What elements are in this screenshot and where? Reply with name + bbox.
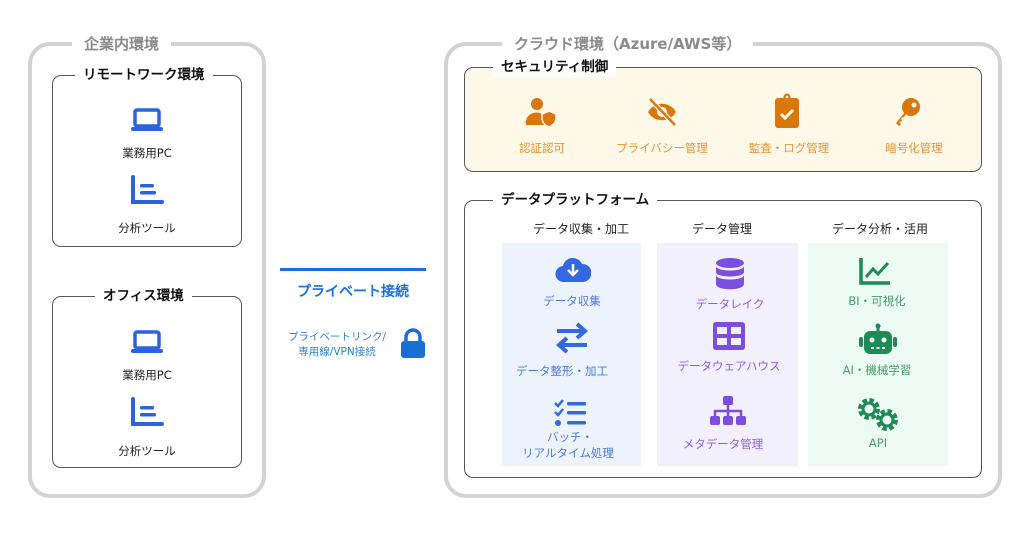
table-icon [713, 322, 745, 350]
onprem-title: 企業内環境 [72, 34, 172, 54]
security-box: セキュリティ制御 [464, 57, 982, 172]
cloud-environment: クラウド環境（Azure/AWS等） [444, 34, 1002, 498]
remote-work-box: リモートワーク環境 [52, 65, 242, 247]
security-title: セキュリティ制御 [493, 57, 617, 77]
connection-detail-line1: プライベートリンク/ [287, 331, 387, 343]
connection-line [280, 268, 426, 271]
gears-icon [856, 397, 900, 431]
connection-detail: プライベートリンク/ 専用線/VPN接続 [276, 330, 398, 360]
cloud-download-icon [555, 255, 591, 283]
security-item-label: 認証認可 [519, 141, 565, 155]
column-header-ingest: データ収集・加工 [532, 222, 630, 236]
column-header-manage: データ管理 [691, 222, 753, 236]
connection-title: プライベート接続 [297, 284, 409, 300]
checklist-icon [553, 399, 587, 427]
manage-item-label: メタデータ管理 [682, 437, 764, 451]
user-shield-icon [525, 97, 557, 127]
ingest-item-label: データ収集 [543, 294, 601, 308]
analytics-item-label: AI・機械学習 [842, 363, 912, 377]
ingest-item-label: バッチ・ [547, 430, 593, 444]
laptop-icon [130, 330, 164, 354]
manage-item-label: データウェアハウス [677, 359, 781, 373]
office-title: オフィス環境 [95, 286, 192, 306]
ingest-item-label2: リアルタイム処理 [522, 446, 614, 460]
cloud-title: クラウド環境（Azure/AWS等） [502, 34, 754, 54]
analytics-item-label: API [868, 436, 888, 450]
security-item-label: 暗号化管理 [885, 141, 943, 155]
office-box: オフィス環境 [52, 286, 242, 468]
clipboard-check-icon [774, 93, 800, 129]
office-pc-label: 業務用PC [122, 368, 172, 382]
remote-work-title: リモートワーク環境 [75, 65, 213, 85]
lock-icon [400, 328, 426, 359]
data-platform-title: データプラットフォーム [493, 190, 658, 210]
remote-tool-label: 分析ツール [118, 221, 176, 235]
analytics-item-label: BI・可視化 [848, 294, 906, 308]
chart-list-icon [130, 397, 164, 427]
arrows-exchange-icon [554, 322, 590, 354]
key-icon [893, 97, 921, 127]
robot-icon [858, 323, 898, 355]
remote-pc-label: 業務用PC [122, 146, 172, 160]
office-tool-label: 分析ツール [118, 444, 176, 458]
security-item-label: プライバシー管理 [616, 141, 708, 155]
column-analytics [808, 243, 948, 466]
laptop-icon [130, 108, 164, 132]
onprem-environment: 企業内環境 [28, 34, 266, 498]
security-item-label: 監査・ログ管理 [748, 141, 830, 155]
database-icon [715, 258, 745, 290]
line-chart-icon [858, 256, 892, 286]
column-header-analytics: データ分析・活用 [831, 222, 929, 236]
sitemap-icon [709, 396, 747, 426]
connection-detail-line2: 専用線/VPN接続 [298, 346, 376, 358]
eye-slash-icon [645, 97, 679, 127]
chart-list-icon [130, 175, 164, 205]
data-platform-box: データプラットフォーム [464, 190, 982, 478]
manage-item-label: データレイク [695, 297, 765, 311]
ingest-item-label: データ整形・加工 [516, 364, 608, 378]
